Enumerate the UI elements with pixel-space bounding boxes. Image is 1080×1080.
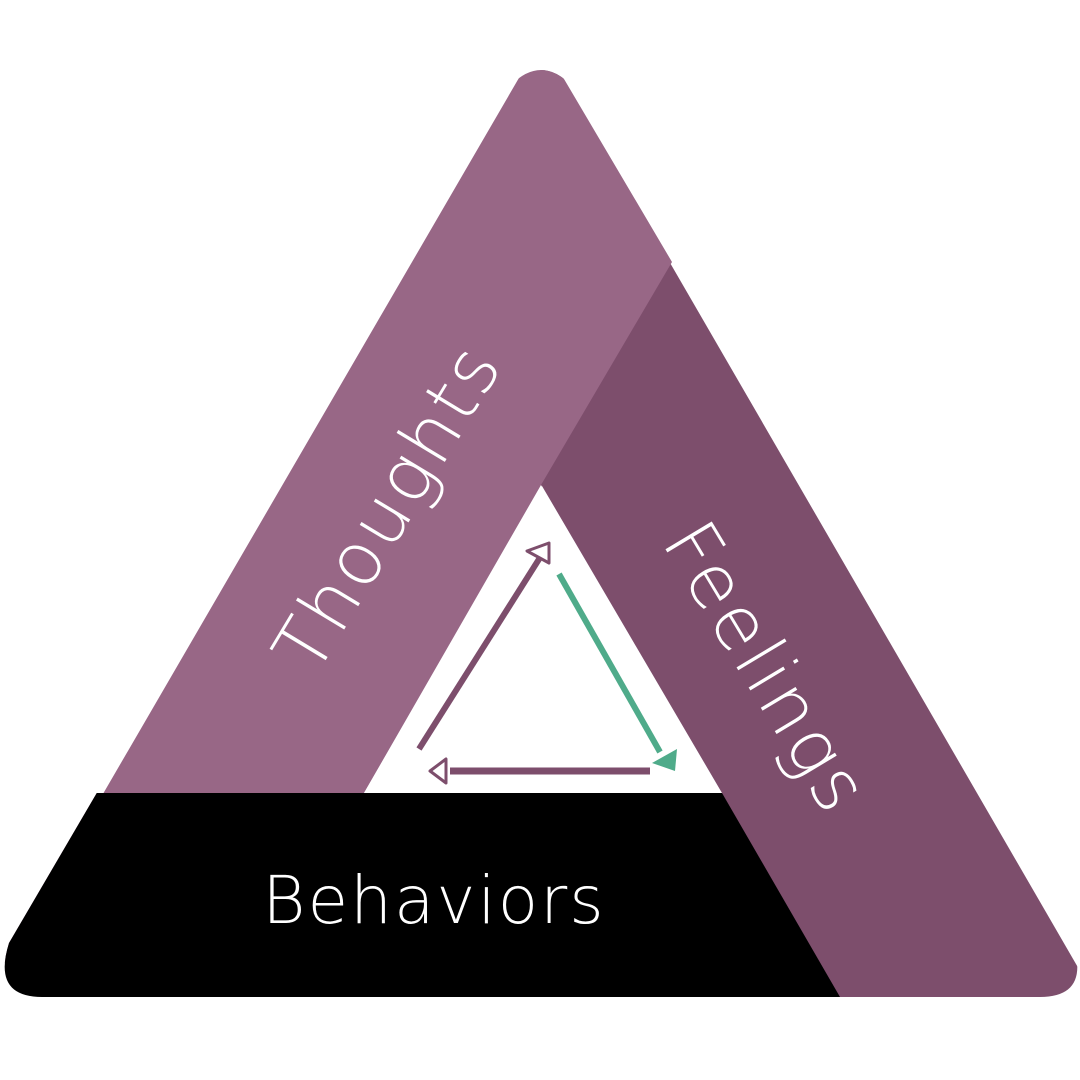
arrow-thoughts-to-feelings: [556, 572, 677, 771]
feelings-band: [541, 70, 1078, 997]
arrow-feelings-to-behaviors: [428, 757, 650, 785]
center-cycle-arrows: [416, 541, 677, 785]
thoughts-band: [4, 70, 672, 997]
behaviors-band: [4, 793, 840, 997]
arrow-behaviors-to-thoughts: [416, 541, 551, 751]
center-triangle: [364, 486, 722, 793]
behaviors-label: Behaviors: [262, 862, 605, 939]
